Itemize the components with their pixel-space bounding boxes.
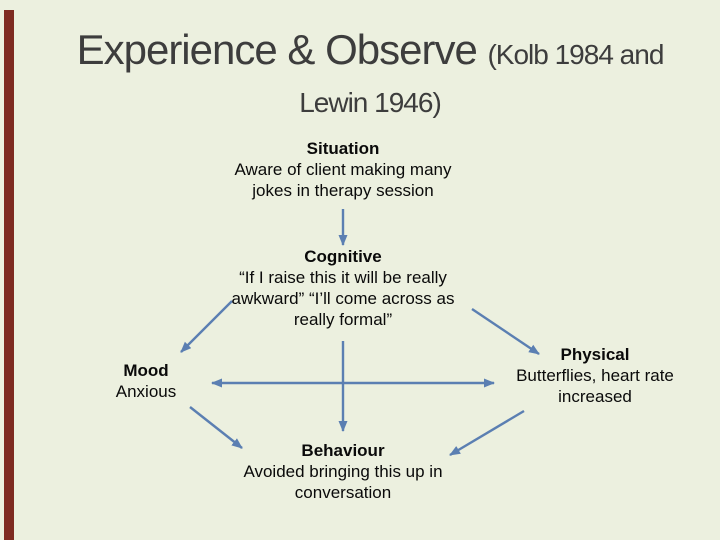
- node-situation-title: Situation: [306, 139, 380, 158]
- node-mood-title: Mood: [123, 361, 169, 380]
- node-cognitive-line: awkward” “I’ll come across as: [231, 289, 455, 308]
- slide-title: Experience & Observe (Kolb 1984 and Lewi…: [40, 26, 700, 122]
- node-mood: Mood Anxious: [76, 360, 216, 402]
- node-physical-title: Physical: [560, 345, 630, 364]
- node-situation: Situation Aware of client making many jo…: [203, 138, 483, 201]
- slide-title-citation-part1: (Kolb 1984 and: [487, 39, 664, 70]
- node-cognitive-title: Cognitive: [304, 247, 382, 266]
- node-cognitive: Cognitive “If I raise this it will be re…: [203, 246, 483, 330]
- slide-title-citation-part2: Lewin 1946): [299, 87, 442, 118]
- node-behaviour-line: Avoided bringing this up in: [243, 462, 443, 481]
- node-behaviour: Behaviour Avoided bringing this up in co…: [213, 440, 473, 503]
- node-situation-line: Aware of client making many: [234, 160, 452, 179]
- node-cognitive-line: really formal”: [293, 310, 393, 329]
- slide-title-main: Experience & Observe: [76, 26, 488, 73]
- node-physical: Physical Butterflies, heart rate increas…: [495, 344, 695, 407]
- left-accent-bar: [4, 10, 14, 540]
- slide-title-line1: Experience & Observe (Kolb 1984 and: [40, 26, 700, 84]
- node-situation-line: jokes in therapy session: [252, 181, 434, 200]
- node-behaviour-title: Behaviour: [301, 441, 385, 460]
- node-cognitive-line: “If I raise this it will be really: [239, 268, 447, 287]
- node-behaviour-line: conversation: [294, 483, 392, 502]
- node-physical-line: Butterflies, heart rate: [516, 366, 674, 385]
- node-physical-line: increased: [558, 387, 632, 406]
- node-mood-line: Anxious: [115, 382, 177, 401]
